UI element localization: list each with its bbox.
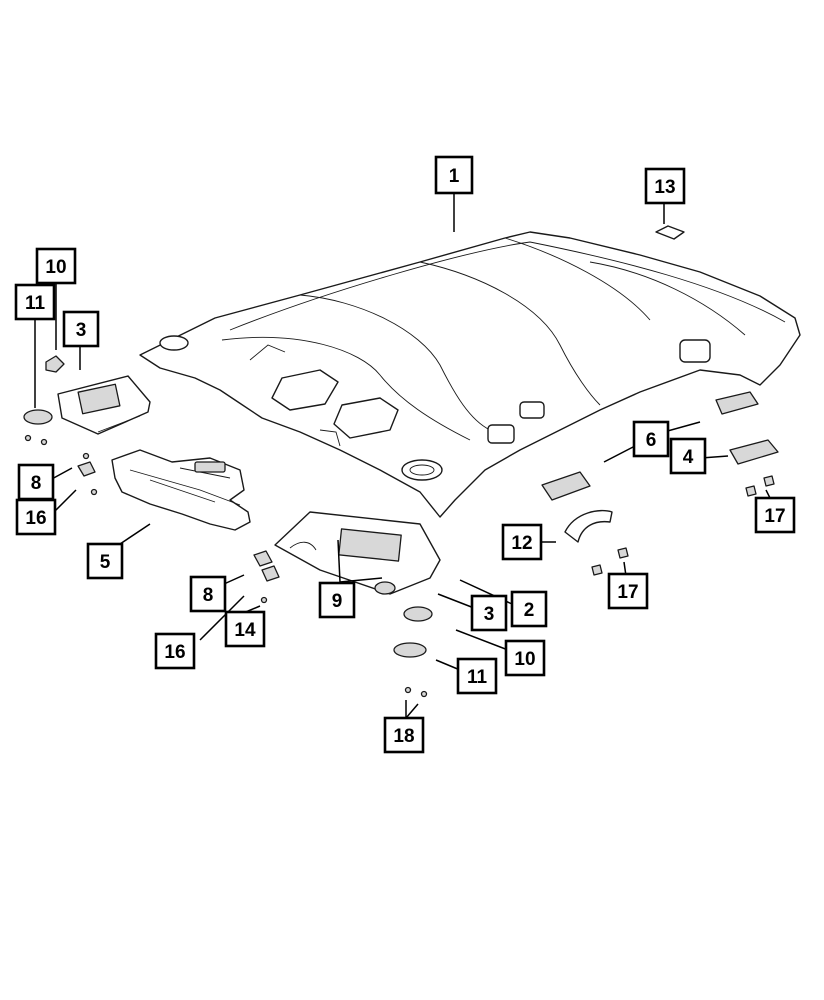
svg-text:12: 12 [511, 533, 532, 554]
svg-text:5: 5 [100, 552, 111, 573]
grab-handle-4 [729, 439, 779, 465]
callout-12: 12 [501, 523, 543, 561]
svg-text:16: 16 [25, 508, 46, 529]
visor-mount-right [403, 606, 433, 622]
callout-5: 5 [86, 542, 124, 580]
callout-8-left: 8 [17, 463, 55, 501]
callout-10-left: 10 [35, 247, 77, 285]
svg-text:18: 18 [393, 726, 414, 747]
grab-handle-6-upper [715, 391, 759, 415]
callout-17-lower: 17 [607, 572, 649, 610]
screws-right [404, 686, 428, 698]
svg-text:17: 17 [764, 506, 785, 527]
callout-3-right: 3 [470, 594, 508, 632]
callout-13: 13 [644, 167, 686, 205]
svg-text:8: 8 [31, 473, 42, 494]
headliner [139, 231, 801, 518]
grab-handle-12 [564, 509, 613, 543]
callout-16-left: 16 [15, 498, 57, 536]
sun-visor-left [57, 375, 151, 435]
svg-text:10: 10 [45, 257, 66, 278]
callout-11-right: 11 [456, 657, 498, 695]
svg-text:4: 4 [683, 447, 694, 468]
visor-bezel-right [393, 642, 427, 658]
callout-10-right: 10 [504, 639, 546, 677]
visor-bezel-left [23, 409, 53, 425]
overhead-console [111, 449, 251, 531]
part-13-clip [655, 225, 685, 240]
svg-text:13: 13 [654, 177, 675, 198]
callout-9: 9 [318, 581, 356, 619]
svg-text:14: 14 [234, 620, 256, 641]
callout-3-left: 3 [62, 310, 100, 348]
screws-left [24, 434, 98, 496]
callout-11-left: 11 [14, 283, 56, 321]
svg-text:6: 6 [646, 430, 657, 451]
clips-17-lower [591, 547, 629, 576]
svg-text:16: 16 [164, 642, 185, 663]
svg-text:11: 11 [25, 293, 46, 314]
svg-text:3: 3 [484, 604, 495, 625]
callout-2: 2 [510, 590, 548, 628]
callout-14: 14 [224, 610, 266, 648]
callout-6: 6 [632, 420, 670, 458]
svg-text:17: 17 [617, 582, 638, 603]
svg-text:8: 8 [203, 585, 214, 606]
svg-text:11: 11 [467, 667, 488, 688]
callout-16-right: 16 [154, 632, 196, 670]
svg-text:9: 9 [332, 591, 343, 612]
svg-text:1: 1 [449, 166, 460, 187]
visor-clip-right [253, 550, 280, 604]
callout-4: 4 [669, 437, 707, 475]
grab-handle-6-lower [541, 471, 591, 501]
callout-18: 18 [383, 716, 425, 754]
visor-mount-left [45, 355, 65, 373]
svg-text:3: 3 [76, 320, 87, 341]
svg-text:2: 2 [524, 600, 535, 621]
callout-1: 1 [434, 155, 474, 195]
visor-clip-left [77, 461, 96, 477]
callout-17-right: 17 [754, 496, 796, 534]
clips-17-right [745, 475, 775, 497]
callout-8-right: 8 [189, 575, 227, 613]
leader-lines [34, 194, 771, 719]
sun-visor-right [274, 511, 441, 595]
svg-text:10: 10 [514, 649, 535, 670]
